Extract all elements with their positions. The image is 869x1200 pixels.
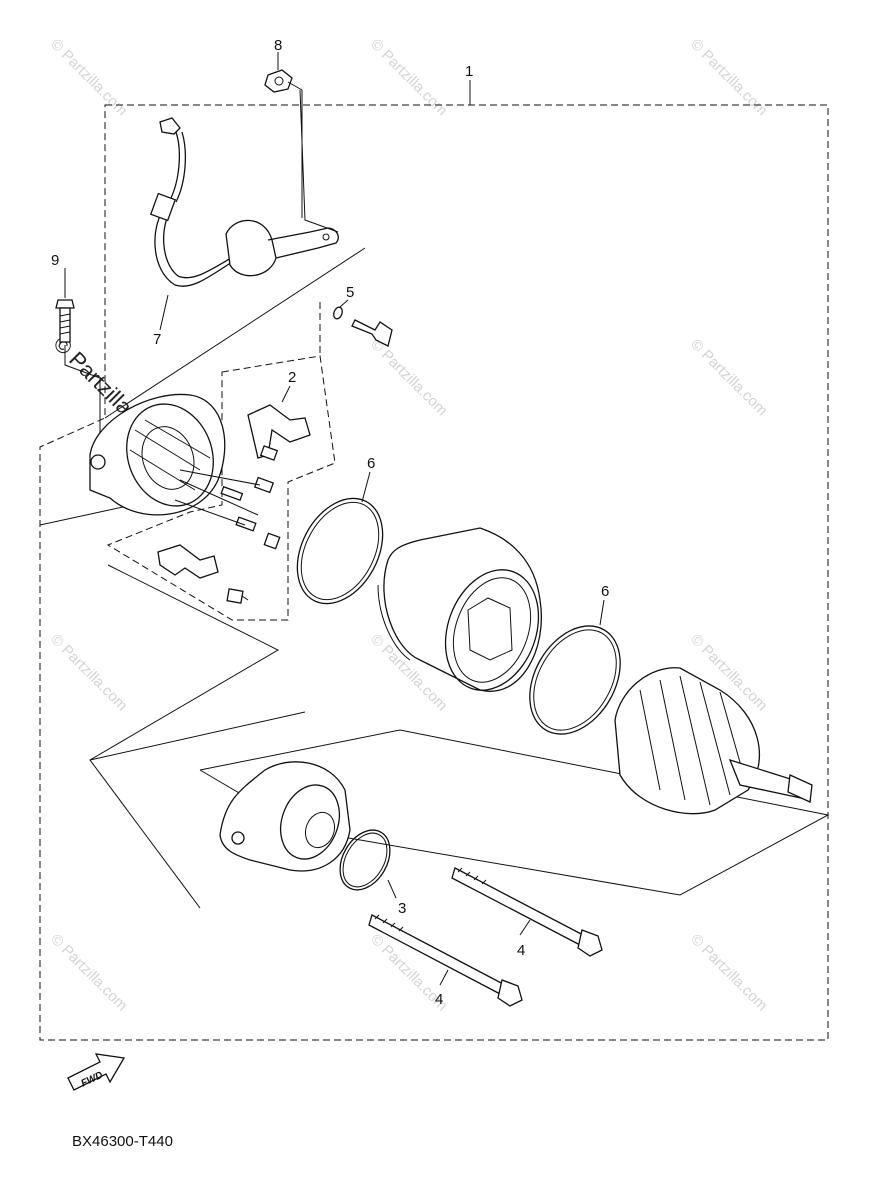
assembly-outline bbox=[39, 104, 829, 1041]
callout-5: 5 bbox=[346, 284, 354, 301]
small-o-ring-and-screw bbox=[333, 306, 393, 347]
callout-1: 1 bbox=[465, 63, 473, 80]
lead-wire bbox=[149, 117, 339, 287]
callout-6-lower: 6 bbox=[601, 583, 609, 600]
watermark: © Partzilla.com bbox=[47, 631, 130, 714]
callout-7: 7 bbox=[153, 331, 161, 348]
watermark: © Partzilla.com bbox=[687, 36, 770, 119]
forward-arrow-icon: FWD bbox=[67, 1053, 126, 1091]
through-bolt-upper bbox=[451, 867, 603, 957]
watermark: © Partzilla.com bbox=[367, 336, 450, 419]
rear-cover bbox=[89, 393, 226, 516]
callout-3: 3 bbox=[398, 900, 406, 917]
brush-set-outline bbox=[106, 355, 336, 621]
front-cover bbox=[219, 761, 351, 872]
armature bbox=[614, 667, 813, 815]
bolt bbox=[55, 268, 101, 460]
leader-lines bbox=[159, 52, 605, 986]
watermark: © Partzilla.com bbox=[367, 36, 450, 119]
o-ring-lower bbox=[529, 625, 621, 735]
watermark: © Partzilla.com bbox=[47, 931, 130, 1014]
through-bolt-lower bbox=[368, 914, 523, 1007]
watermark: © Partzilla.com bbox=[687, 336, 770, 419]
o-ring-front bbox=[339, 829, 391, 891]
yoke-housing bbox=[377, 527, 542, 692]
callout-8: 8 bbox=[274, 37, 282, 54]
callout-9: 9 bbox=[51, 252, 59, 269]
brush-assembly bbox=[157, 404, 311, 604]
watermark-group: © Partzilla.com © Partzilla.com © Partzi… bbox=[47, 36, 770, 1014]
watermark: © Partzilla.com bbox=[687, 931, 770, 1014]
callout-4-lower: 4 bbox=[435, 991, 443, 1008]
callout-2: 2 bbox=[288, 369, 296, 386]
watermark: © Partzilla.com bbox=[47, 36, 130, 119]
part-code: BX46300-T440 bbox=[72, 1133, 173, 1150]
o-ring-upper bbox=[296, 497, 384, 605]
callout-4-upper: 4 bbox=[517, 942, 525, 959]
callout-6-upper: 6 bbox=[367, 455, 375, 472]
nut bbox=[264, 69, 303, 218]
